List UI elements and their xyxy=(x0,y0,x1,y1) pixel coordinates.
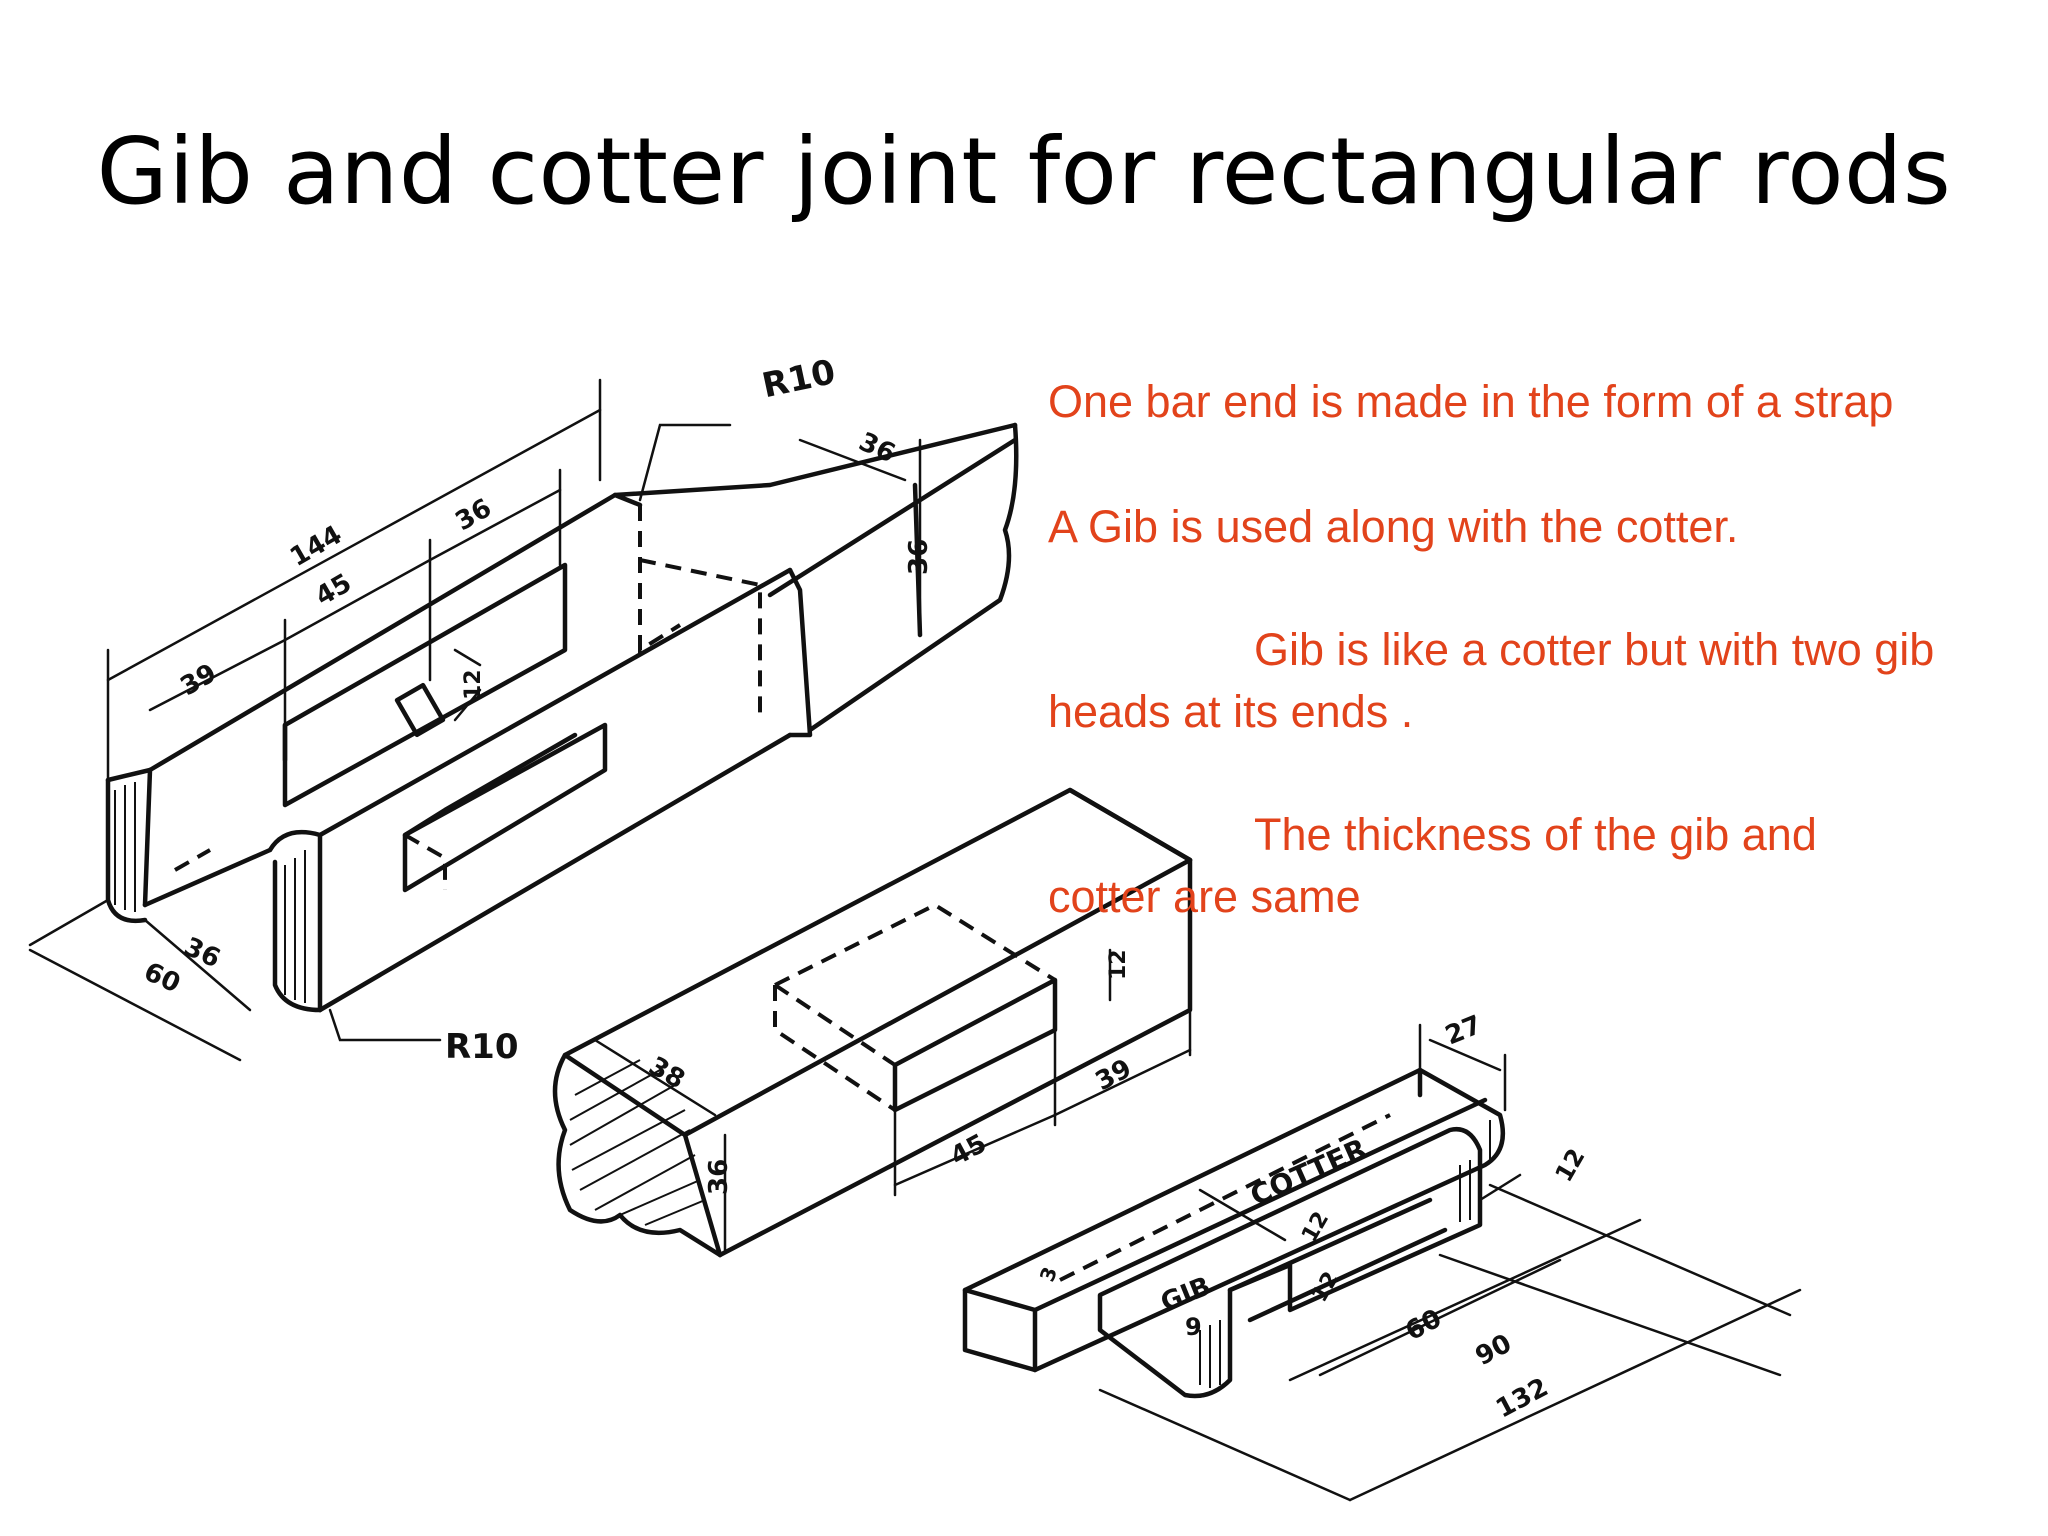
rod-dim-12: 12 xyxy=(1106,949,1131,980)
rod-dim-38: 38 xyxy=(644,1051,690,1095)
note-thickness-line1: The thickness of the gib and xyxy=(1254,809,1817,860)
note-thickness-line2: cotter are same xyxy=(1048,871,1361,922)
gib-dim-9: 9 xyxy=(1185,1313,1202,1341)
note-gib-like-cotter-line2: heads at its ends . xyxy=(1048,686,1414,737)
cotter-gib-part xyxy=(962,1023,1802,1502)
cotter-dim-27: 27 xyxy=(1441,1010,1486,1051)
gib-label: GIB xyxy=(1157,1271,1215,1318)
strap-part xyxy=(28,378,1019,1062)
note-gib-used: A Gib is used along with the cotter. xyxy=(1048,501,1739,552)
gib-dim-60: 60 xyxy=(1401,1304,1447,1347)
strap-dim-36-top: 36 xyxy=(451,493,497,537)
cotter-dim-3: 3 xyxy=(1035,1264,1062,1285)
strap-dim-r10-top: R10 xyxy=(759,352,839,406)
gib-dim-90: 90 xyxy=(1471,1329,1517,1372)
note-gib-like-cotter-line1: Gib is like a cotter but with two gib xyxy=(1254,624,1935,675)
strap-dim-39: 39 xyxy=(176,658,222,702)
cotter-dim-12b: 12 xyxy=(1297,1208,1334,1247)
note-strap: One bar end is made in the form of a str… xyxy=(1048,376,1894,427)
rod-dim-36: 36 xyxy=(704,1159,734,1195)
strap-dim-12: 12 xyxy=(461,669,486,700)
cotter-dim-12: 12 xyxy=(1550,1144,1591,1187)
strap-dim-r10-bottom: R10 xyxy=(445,1027,519,1067)
strap-dim-60: 60 xyxy=(139,957,184,999)
strap-dim-36-left: 36 xyxy=(179,932,224,974)
slide-title: Gib and cotter joint for rectangular rod… xyxy=(96,118,1952,225)
rod-part xyxy=(552,787,1193,1258)
strap-dim-36-height: 36 xyxy=(904,539,934,575)
gib-dim-132: 132 xyxy=(1491,1372,1553,1424)
